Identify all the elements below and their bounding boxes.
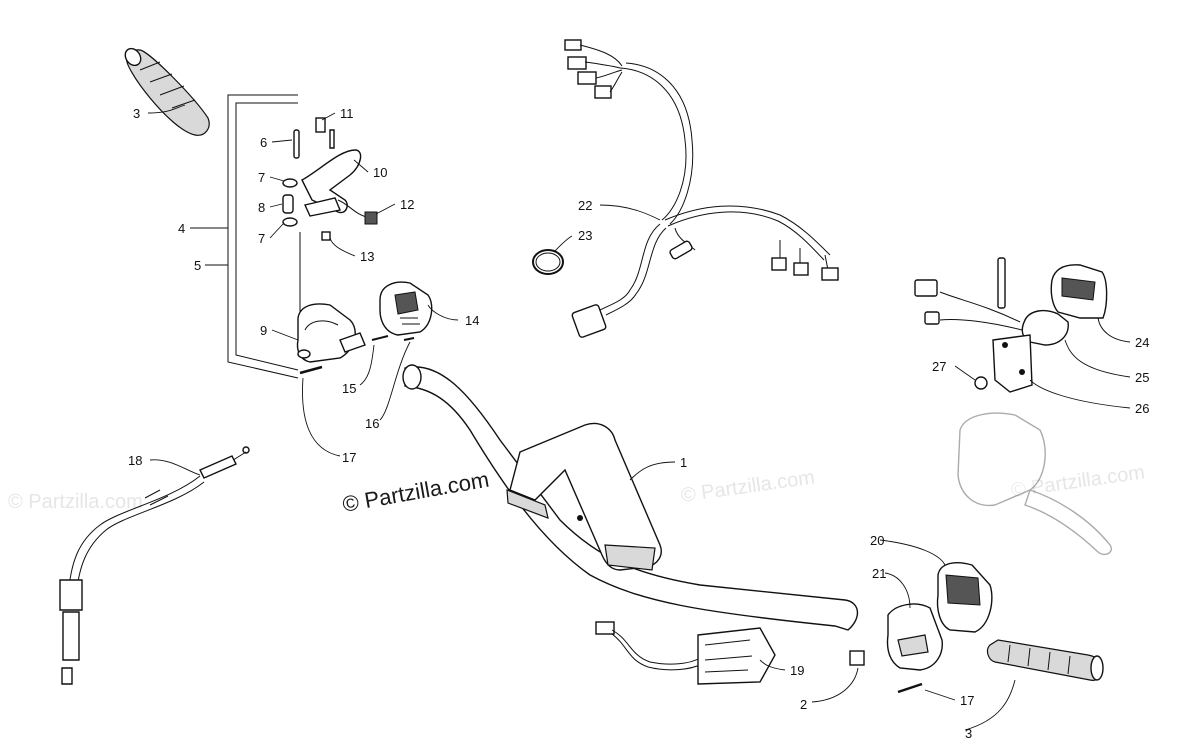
callout-22: 22 [578,198,592,213]
brake-lever-faded [957,412,1112,556]
right-grip [986,639,1104,681]
callout-9: 9 [260,323,267,338]
callout-21: 21 [872,566,886,581]
callout-20: 20 [870,533,884,548]
callout-17-left: 17 [342,450,356,465]
callout-16: 16 [365,416,379,431]
leader-lines [147,104,1131,731]
watermark-faint-left: © Partzilla.com [8,491,143,513]
callout-26: 26 [1135,401,1149,416]
throttle-cable [59,446,250,685]
left-grip [124,47,210,136]
callout-7-upper: 7 [258,170,265,185]
callout-3-left: 3 [133,106,140,121]
screws-left [299,335,415,375]
callout-6: 6 [260,135,267,150]
callout-5: 5 [194,258,201,273]
callout-14: 14 [465,313,479,328]
left-housing [296,303,366,363]
callout-3-right: 3 [965,726,972,741]
callout-18: 18 [128,453,142,468]
callout-27: 27 [932,359,946,374]
right-housing [886,562,993,694]
callout-15: 15 [342,381,356,396]
watermark-faint-center: © Partzilla.com [680,466,817,507]
callout-19: 19 [790,663,804,678]
throttle-assembly [282,117,378,330]
wiring-harness [564,39,839,338]
callout-labels: 3 6 7 8 7 4 5 9 11 10 12 13 14 15 16 17 … [128,106,1149,741]
callout-2: 2 [800,697,807,712]
harness-19 [595,621,776,685]
callout-1: 1 [680,455,687,470]
watermark-main: © Partzilla.com [341,467,491,517]
clamp-23 [532,249,564,275]
right-controls [914,257,1108,393]
left-switch [379,281,433,336]
callout-24: 24 [1135,335,1149,350]
callout-8: 8 [258,200,265,215]
bracket-lines [227,94,299,379]
callout-23: 23 [578,228,592,243]
callout-4: 4 [178,221,185,236]
callout-17-right: 17 [960,693,974,708]
callout-13: 13 [360,249,374,264]
callout-7-lower: 7 [258,231,265,246]
callout-10: 10 [373,165,387,180]
callout-12: 12 [400,197,414,212]
callout-25: 25 [1135,370,1149,385]
callout-11: 11 [340,106,354,121]
end-plug [849,650,865,666]
handlebar [402,364,859,631]
